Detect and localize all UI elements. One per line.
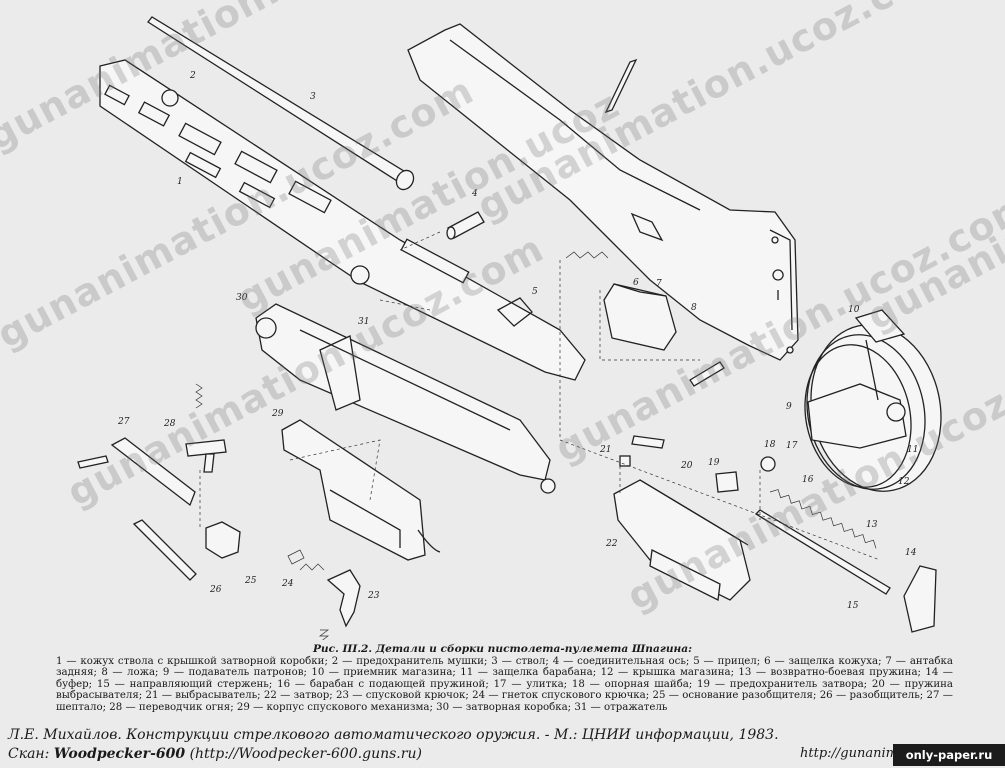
part-rear-sight <box>689 361 725 387</box>
part-label-20: 20 <box>680 461 693 471</box>
part-drum-magazine <box>804 309 942 492</box>
part-label-9: 9 <box>786 402 792 412</box>
scan-name: Woodpecker-600 <box>53 746 186 762</box>
part-label-8: 8 <box>691 303 697 313</box>
part-stock <box>407 23 799 361</box>
part-jacket-latch <box>565 251 677 351</box>
part-label-30: 30 <box>236 293 248 303</box>
part-label-17: 17 <box>786 441 798 451</box>
part-label-28: 28 <box>163 419 176 429</box>
part-trigger-housing <box>281 419 441 561</box>
part-label-23: 23 <box>367 591 380 601</box>
part-buffer <box>903 565 937 633</box>
part-trigger <box>287 549 361 640</box>
part-receiver <box>255 303 556 494</box>
part-label-4: 4 <box>471 189 478 199</box>
part-label-29: 29 <box>271 409 284 419</box>
part-label-5: 5 <box>532 287 538 297</box>
part-label-31: 31 <box>358 317 369 327</box>
part-label-2: 2 <box>189 71 196 81</box>
scan-credit: Скан: Woodpecker-600 (http://Woodpecker-… <box>8 746 422 762</box>
part-connecting-pin <box>446 211 485 240</box>
part-label-18: 18 <box>764 440 776 450</box>
part-disconnector <box>132 519 197 581</box>
part-label-25: 25 <box>244 576 257 586</box>
part-label-15: 15 <box>847 601 859 611</box>
caption-title: Рис. III.2. Детали и сборки пистолета-пу… <box>312 643 693 655</box>
part-disconnector-base <box>205 521 241 559</box>
scan-prefix: Скан: <box>8 746 50 762</box>
part-label-22: 22 <box>605 539 618 549</box>
source-citation: Л.Е. Михайлов. Конструкции стрелкового а… <box>8 727 779 743</box>
scan-url: (http://Woodpecker-600.guns.ru) <box>189 746 422 762</box>
caption-legend: 1 — кожух ствола с крышкой затворной кор… <box>56 655 953 713</box>
part-label-24: 24 <box>281 579 294 589</box>
part-fire-selector <box>185 383 227 473</box>
part-label-3: 3 <box>310 92 316 102</box>
part-number-labels: 1 2 3 4 5 6 7 8 9 10 11 12 13 14 15 16 1… <box>117 71 918 611</box>
part-label-1: 1 <box>177 177 183 187</box>
site-badge: only-paper.ru <box>893 744 1005 766</box>
part-label-16: 16 <box>802 475 814 485</box>
part-label-13: 13 <box>866 520 878 530</box>
part-label-27: 27 <box>117 417 130 427</box>
part-label-19: 19 <box>708 458 720 468</box>
part-small-bolt-parts <box>619 435 776 493</box>
part-label-21: 21 <box>599 445 611 455</box>
part-sear <box>77 437 196 507</box>
part-barrel-jacket <box>99 59 586 381</box>
part-barrel <box>147 16 415 191</box>
figure-caption: Рис. III.2. Детали и сборки пистолета-пу… <box>0 643 1005 714</box>
part-label-7: 7 <box>656 279 662 289</box>
part-bolt <box>613 479 751 601</box>
part-label-26: 26 <box>209 585 222 595</box>
part-label-10: 10 <box>848 305 860 315</box>
leader-lines <box>199 231 881 561</box>
part-label-11: 11 <box>907 445 918 455</box>
part-label-14: 14 <box>905 548 917 558</box>
part-label-12: 12 <box>898 477 910 487</box>
part-label-6: 6 <box>633 278 639 288</box>
part-return-spring <box>754 489 891 595</box>
exploded-view-drawing: 1 2 3 4 5 6 7 8 9 10 11 12 13 14 15 16 1… <box>77 16 942 640</box>
